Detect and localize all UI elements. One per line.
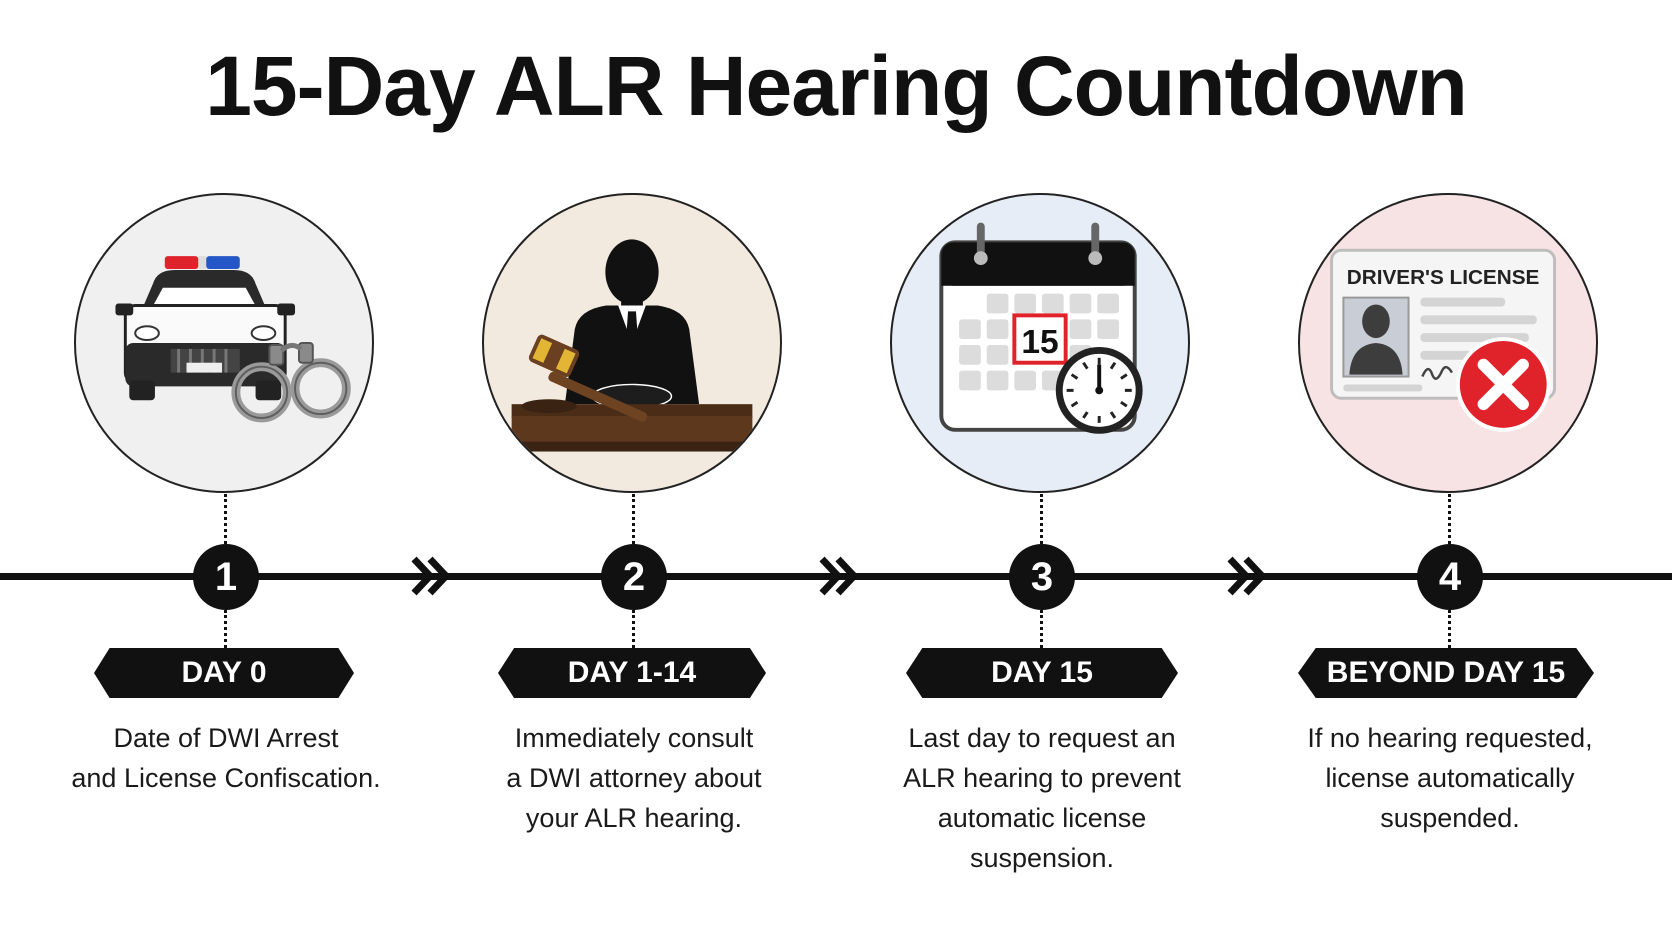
connector-dots <box>1448 610 1451 648</box>
police-car-handcuffs-icon <box>74 193 374 493</box>
step-number-badge: 4 <box>1417 544 1483 610</box>
step-number-badge: 1 <box>193 544 259 610</box>
connector-dots <box>224 610 227 648</box>
double-chevron-icon <box>1227 556 1267 596</box>
connector-dots <box>1040 610 1043 648</box>
step-label-tag: DAY 15 <box>906 648 1178 698</box>
step-description: Immediately consult a DWI attorney about… <box>506 723 762 833</box>
connector-dots <box>224 494 227 544</box>
step-description: If no hearing requested, license automat… <box>1307 723 1593 833</box>
step-label-tag: DAY 1-14 <box>498 648 766 698</box>
step-2: 2 DAY 1-14 Immediately consult a DWI att… <box>434 0 834 941</box>
step-number-badge: 3 <box>1009 544 1075 610</box>
page-title: 15-Day ALR Hearing Countdown <box>205 39 1468 133</box>
connector-dots <box>632 610 635 648</box>
license-card-title: DRIVER'S LICENSE <box>1347 266 1540 289</box>
calendar-clock-icon: 15 <box>890 193 1190 493</box>
step-label-tag: BEYOND DAY 15 <box>1298 648 1594 698</box>
calendar-day-number: 15 <box>1021 324 1058 361</box>
attorney-gavel-icon <box>482 193 782 493</box>
step-4: DRIVER'S LICENSE 4 BEYOND DAY 15 If no h… <box>1250 0 1650 941</box>
double-chevron-icon <box>819 556 859 596</box>
step-3: 15 3 DAY 15 Last day to request an ALR h… <box>842 0 1242 941</box>
step-1: 1 DAY 0 Date of DWI Arrest and License C… <box>26 0 426 941</box>
step-label-tag: DAY 0 <box>94 648 354 698</box>
step-number-badge: 2 <box>601 544 667 610</box>
double-chevron-icon <box>411 556 451 596</box>
step-description: Last day to request an ALR hearing to pr… <box>903 723 1181 873</box>
connector-dots <box>1448 494 1451 544</box>
license-rejected-icon: DRIVER'S LICENSE <box>1298 193 1598 493</box>
connector-dots <box>1040 494 1043 544</box>
connector-dots <box>632 494 635 544</box>
step-description: Date of DWI Arrest and License Confiscat… <box>71 723 381 793</box>
